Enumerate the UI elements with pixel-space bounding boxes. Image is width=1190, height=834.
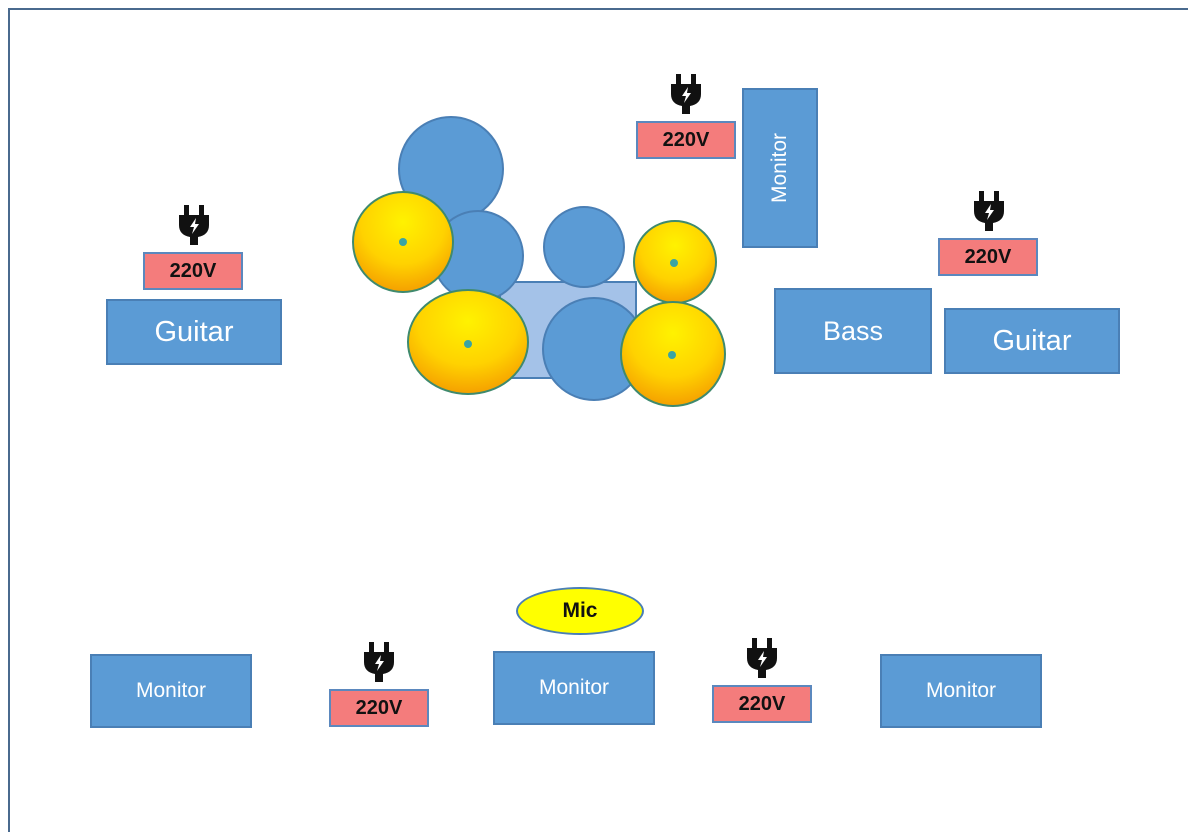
power-plug-icon: [179, 205, 209, 245]
power-outlet: 220V: [329, 689, 429, 727]
monitor-bottom-center: Monitor: [493, 651, 655, 725]
drum-icon: [543, 206, 625, 288]
guitar-amp-left: Guitar: [106, 299, 282, 365]
monitor-bottom-right: Monitor: [880, 654, 1042, 728]
power-plug-icon: [364, 642, 394, 682]
power-outlet: 220V: [712, 685, 812, 723]
power-plug-icon: [747, 638, 777, 678]
page-border: [8, 8, 1188, 832]
monitor-bottom-left: Monitor: [90, 654, 252, 728]
power-outlet: 220V: [143, 252, 243, 290]
bass-amp: Bass: [774, 288, 932, 374]
mic: Mic: [516, 587, 644, 635]
power-plug-icon: [671, 74, 701, 114]
power-plug-icon: [974, 191, 1004, 231]
guitar-amp-right: Guitar: [944, 308, 1120, 374]
power-outlet: 220V: [938, 238, 1038, 276]
monitor-drum: Monitor: [742, 88, 818, 248]
power-outlet: 220V: [636, 121, 736, 159]
